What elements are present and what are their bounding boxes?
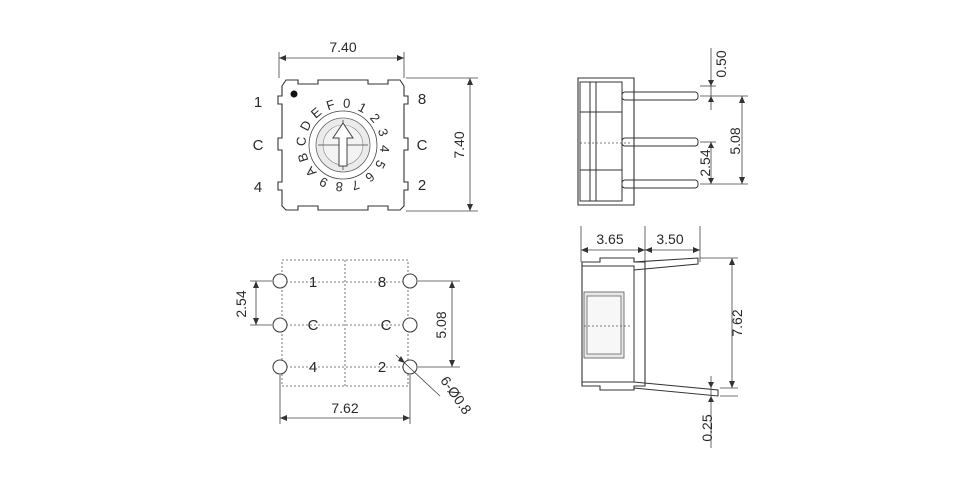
side-dim-span: 5.08 [727, 127, 743, 154]
front-dim-bottom: 0.25 [699, 414, 715, 441]
dial-char: 8 [335, 179, 344, 195]
top-height-dim: 7.40 [451, 131, 467, 158]
footprint-view: 1 C 4 8 C 2 2.54 5.08 7.62 6-Ø0.8 [233, 259, 475, 424]
fp-label-8: 8 [378, 274, 386, 291]
front-dim-right: 3.50 [656, 231, 683, 247]
dial-char: C [293, 136, 309, 147]
fp-label-1: 1 [309, 274, 317, 291]
fp-label-c-left: C [308, 317, 319, 334]
fp-dim-pitch: 2.54 [233, 290, 249, 317]
fp-label-c-right: C [381, 317, 392, 334]
top-pin-label-8: 8 [418, 91, 426, 108]
top-pin-label-1: 1 [254, 94, 262, 111]
side-dim-top: 0.50 [713, 50, 729, 77]
front-view: 3.65 3.50 7.62 0.25 [580, 226, 745, 448]
fp-label-4: 4 [309, 359, 317, 376]
pin1-dot [290, 90, 298, 98]
side-pins [621, 91, 699, 189]
dial-char: 7 [350, 177, 361, 193]
footprint-holes [272, 273, 418, 375]
dial-char: 4 [377, 144, 393, 153]
dial-arrow-icon [332, 122, 354, 167]
front-dim-height: 7.62 [729, 309, 745, 336]
dial-char: 0 [342, 95, 351, 111]
dial-char: B [294, 151, 311, 164]
front-dim-left: 3.65 [596, 231, 623, 247]
top-pin-label-c-left: C [253, 137, 264, 154]
top-pin-label-4: 4 [254, 179, 262, 196]
fp-label-2: 2 [378, 359, 386, 376]
side-view: 0.50 2.54 5.08 [577, 48, 748, 206]
side-dim-pitch: 2.54 [697, 149, 713, 176]
top-width-dim: 7.40 [329, 39, 356, 55]
fp-hole-callout: 6-Ø0.8 [437, 373, 475, 417]
dial-char: 3 [375, 127, 391, 138]
fp-dim-width: 7.62 [331, 400, 358, 416]
fp-dim-span: 5.08 [433, 311, 449, 338]
top-pin-label-c-right: C [417, 137, 428, 154]
top-pin-label-2: 2 [418, 177, 426, 194]
